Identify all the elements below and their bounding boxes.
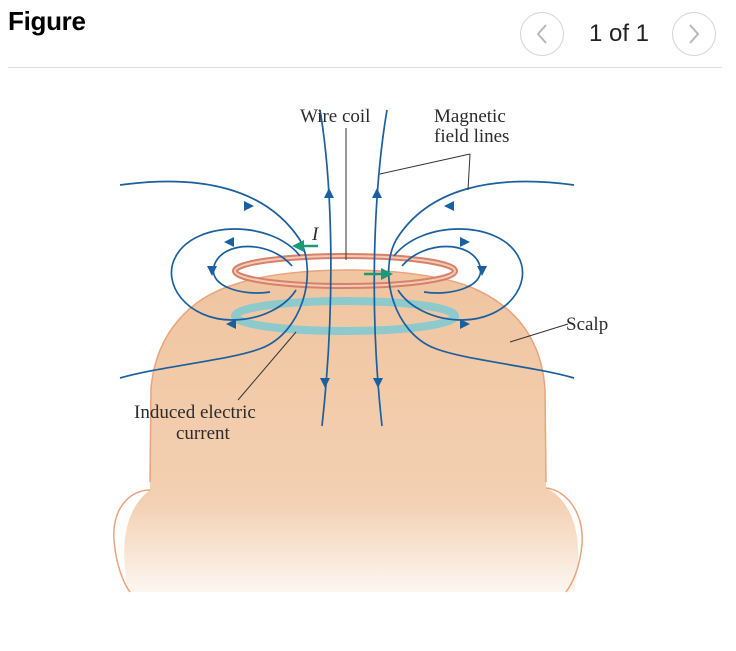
chevron-left-icon <box>536 24 547 44</box>
current-arrows <box>292 240 393 280</box>
figure-title: Figure <box>8 6 86 36</box>
label-magnetic-field-line1: Magnetic <box>434 106 506 127</box>
scalp-outline <box>149 269 547 483</box>
label-induced-current-line2: current <box>176 423 231 444</box>
previous-button[interactable] <box>520 12 564 56</box>
right-ear <box>545 487 583 593</box>
label-induced-current-line1: Induced electric <box>134 402 256 423</box>
left-ear <box>113 489 151 593</box>
label-magnetic-field-line2: field lines <box>434 126 509 147</box>
chevron-right-icon <box>689 24 700 44</box>
label-wire-coil: Wire coil <box>300 106 370 127</box>
magnetic-field-lines <box>119 109 575 427</box>
next-button[interactable] <box>672 12 716 56</box>
figure-header: Figure 1 of 1 <box>0 0 736 68</box>
figure-image: Wire coil Magnetic field lines I Scalp I… <box>0 70 736 646</box>
header-divider <box>8 67 722 68</box>
field-line-arrowheads <box>207 188 487 388</box>
page-indicator: 1 of 1 <box>588 20 650 47</box>
induced-current-ring <box>231 297 459 335</box>
label-current-symbol: I <box>311 224 320 245</box>
tms-diagram: Wire coil Magnetic field lines I Scalp I… <box>113 106 608 593</box>
leader-lines <box>237 128 569 401</box>
head-silhouette <box>124 269 579 592</box>
label-scalp: Scalp <box>566 314 608 335</box>
